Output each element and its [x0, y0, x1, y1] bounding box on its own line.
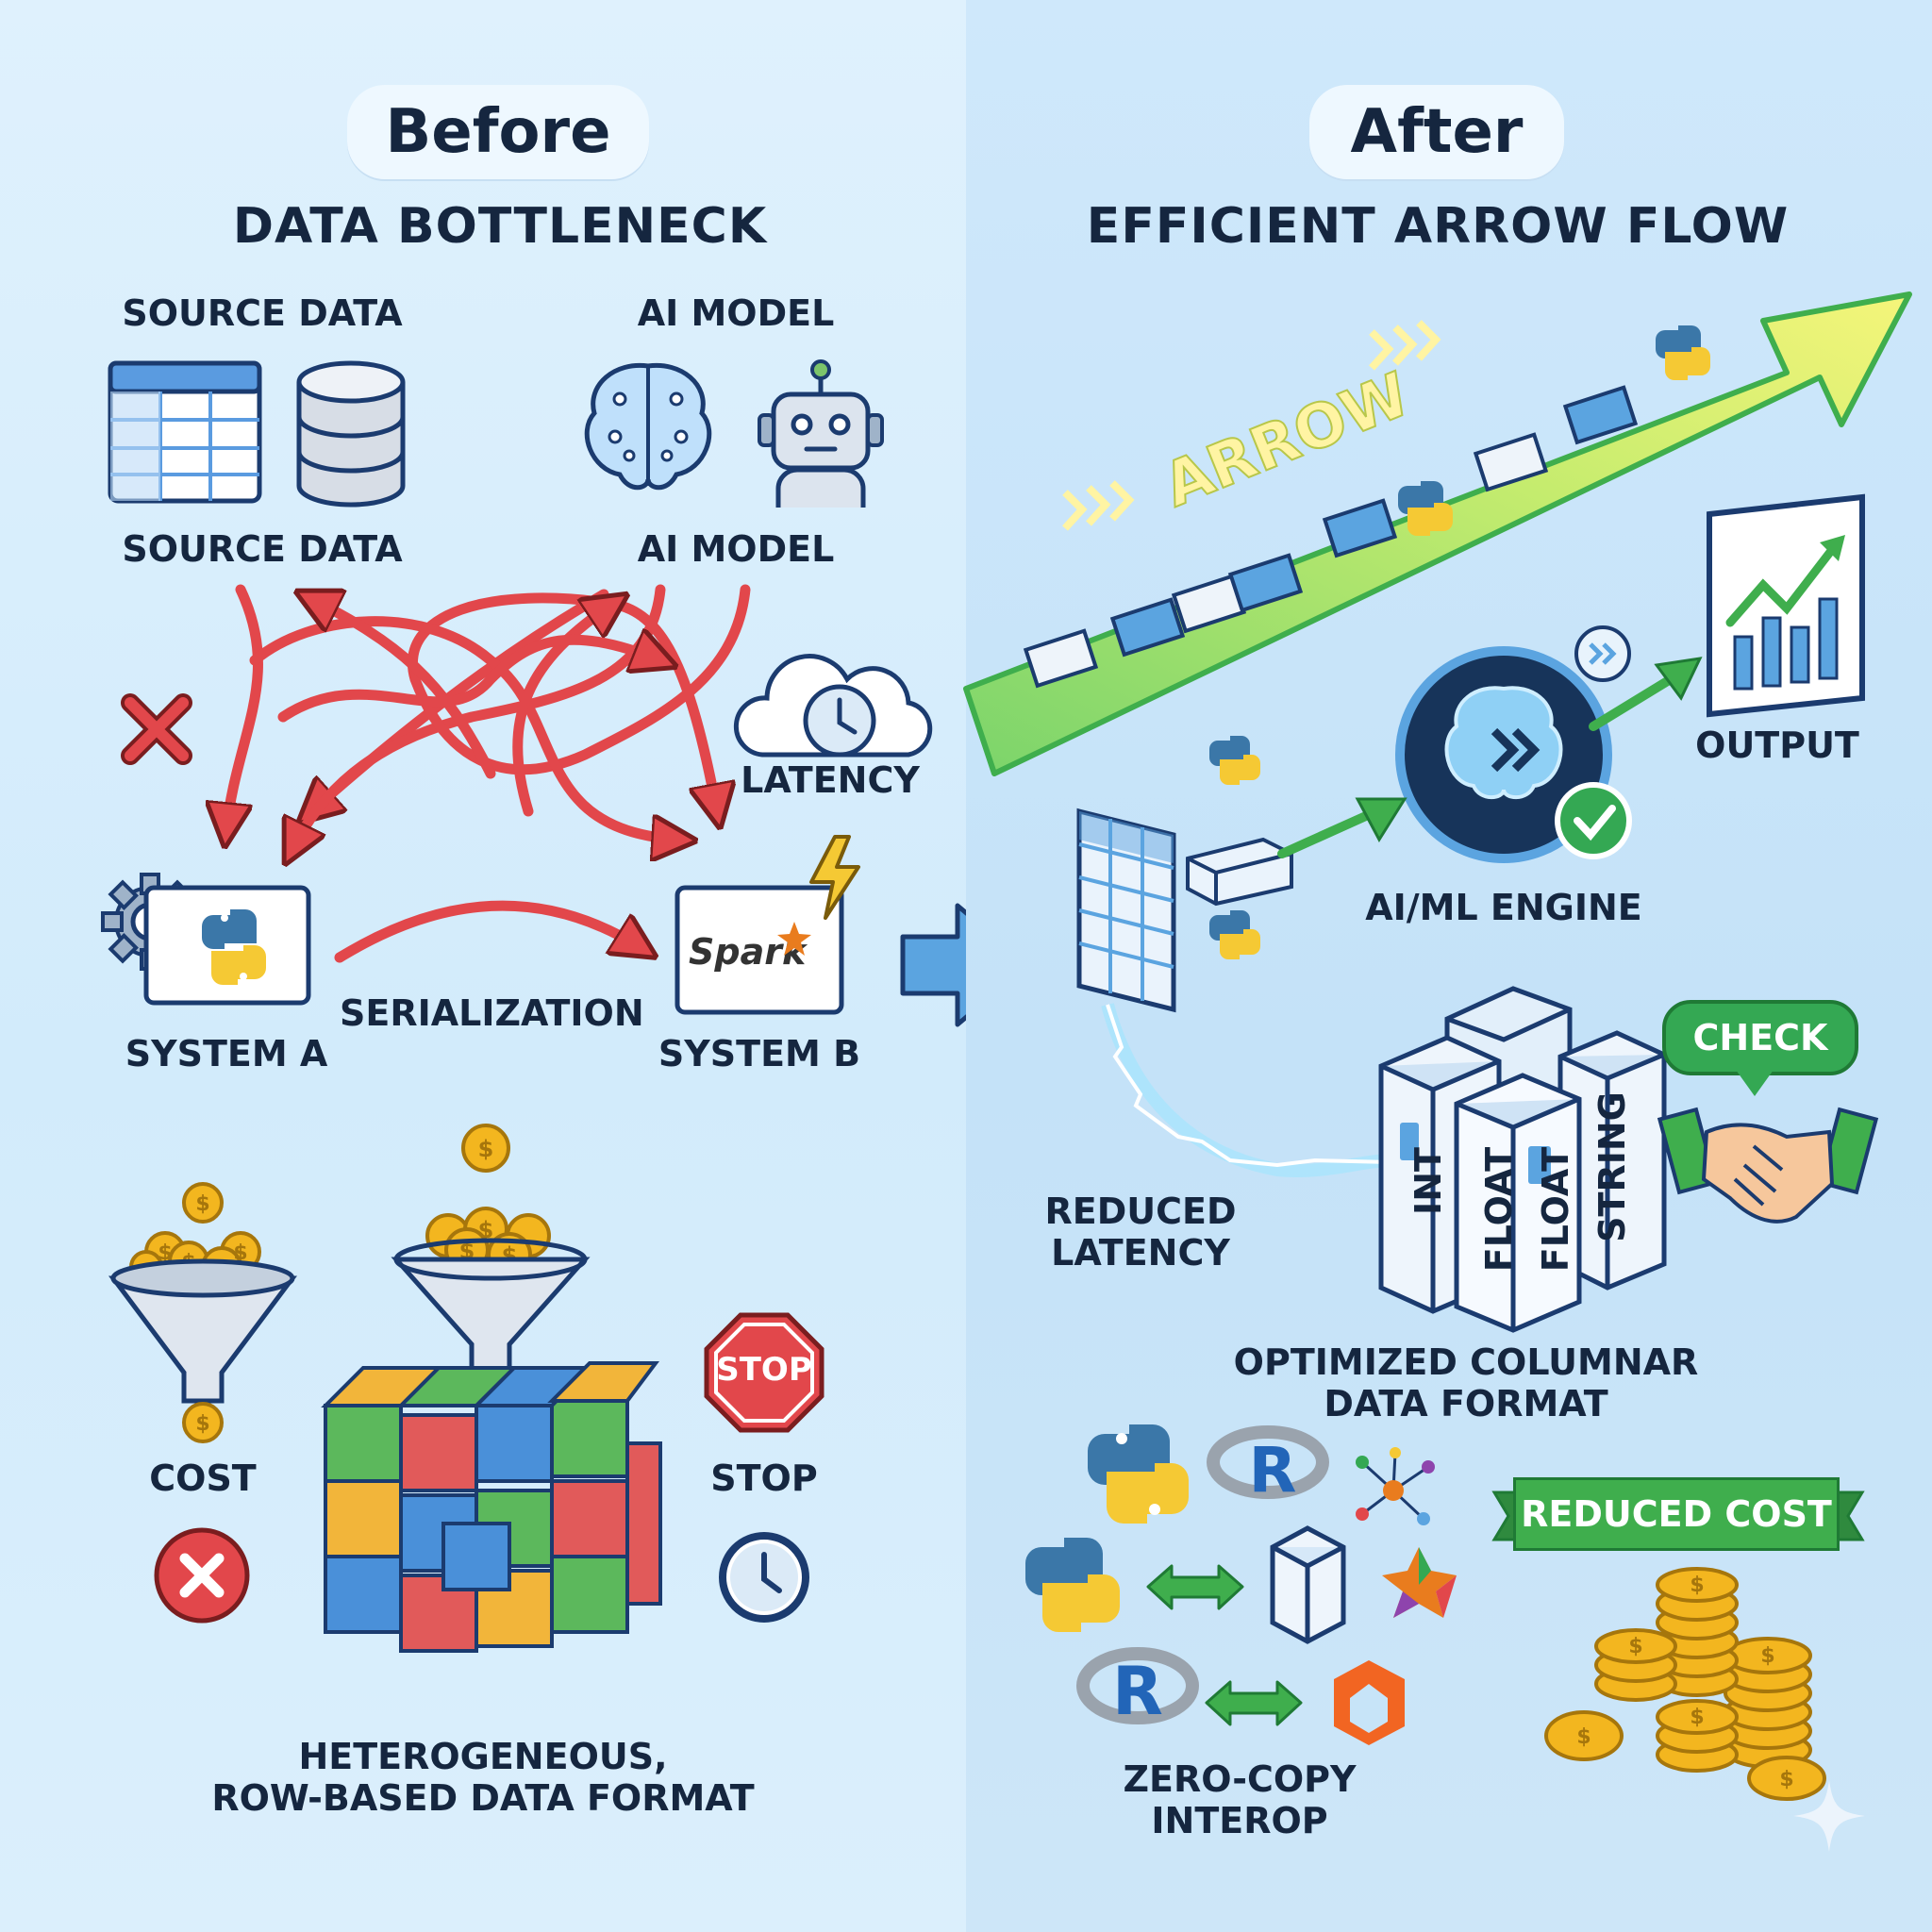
- messy-data-cube: [321, 1361, 662, 1653]
- columnar-blocks: [1378, 986, 1667, 1333]
- r-logo-letter: R: [1112, 1653, 1163, 1730]
- svg-text:$: $: [1690, 1574, 1704, 1597]
- col-string-label: STRING: [1591, 1091, 1633, 1242]
- source-data-label-top: SOURCE DATA: [122, 292, 403, 334]
- r-logo-letter: R: [1248, 1434, 1297, 1507]
- data-cube-icon: [1270, 1525, 1346, 1644]
- svg-text:$: $: [478, 1136, 494, 1162]
- robot-icon: [758, 359, 884, 508]
- col-float-label: FLOAT: [1478, 1146, 1520, 1273]
- python-logo-icon: [1398, 481, 1453, 536]
- network-graph-icon: [1356, 1447, 1435, 1525]
- lightning-arc: [1101, 1003, 1391, 1177]
- coin-stacks-icon: $ $ $ $ $ $: [1544, 1567, 1826, 1801]
- spreadsheet-icon: [108, 360, 262, 504]
- cost-x-icon: [154, 1527, 250, 1624]
- tangled-data-arrows: [0, 584, 751, 963]
- python-logo-icon: [1656, 325, 1710, 380]
- columnar-table-icon: [1076, 808, 1176, 1013]
- reduced-cost-ribbon: REDUCED COST: [1513, 1477, 1840, 1551]
- cost-label: COST: [149, 1457, 257, 1499]
- big-funnel-icon: $$$$: [391, 1124, 591, 1375]
- latency-cloud-icon: [733, 654, 933, 758]
- ai-model-label: AI MODEL: [637, 528, 835, 570]
- python-logo-icon: [1025, 1538, 1120, 1632]
- col-float2-label: FLOAT: [1535, 1146, 1576, 1273]
- python-logo-icon: [1209, 910, 1260, 959]
- julia-logo-icon: [1382, 1547, 1457, 1618]
- row-format-label-line1: HETEROGENEOUS,: [298, 1736, 668, 1777]
- col-int-label: INT: [1407, 1147, 1449, 1215]
- check-badge-tail: [1736, 1070, 1774, 1096]
- stop-label: STOP: [710, 1457, 818, 1499]
- system-a-label: SYSTEM A: [125, 1033, 328, 1074]
- handshake-icon: [1657, 1107, 1879, 1224]
- system-b-label: SYSTEM B: [658, 1033, 861, 1074]
- source-data-label: SOURCE DATA: [122, 528, 403, 570]
- svg-text:$: $: [233, 1241, 247, 1265]
- reduced-latency-line1: REDUCED: [1044, 1191, 1237, 1232]
- output-label: OUTPUT: [1695, 724, 1859, 766]
- after-heading: EFFICIENT ARROW FLOW: [1086, 198, 1790, 255]
- svg-text:$: $: [1628, 1635, 1642, 1658]
- stop-clock-icon: [719, 1532, 809, 1623]
- svg-text:$: $: [195, 1192, 209, 1216]
- python-logo-icon: [1209, 736, 1260, 785]
- after-pill: After: [1309, 85, 1564, 179]
- arrow-logo-icon: [1334, 1660, 1405, 1745]
- columnar-format-line2: DATA FORMAT: [1324, 1383, 1608, 1424]
- before-heading: DATA BOTTLENECK: [232, 198, 768, 255]
- stop-sign-text: STOP: [716, 1351, 812, 1389]
- svg-text:$: $: [1779, 1768, 1793, 1791]
- after-panel: After EFFICIENT ARROW FLOW ARROW: [963, 0, 1932, 1932]
- data-block-icon: [1186, 837, 1293, 907]
- system-a-box: [143, 885, 311, 1006]
- r-logo-icon: [1207, 1425, 1329, 1499]
- zero-copy-line2: INTEROP: [1151, 1800, 1328, 1841]
- brain-icon: [584, 362, 712, 491]
- svg-text:$: $: [195, 1412, 209, 1436]
- before-pill: Before: [347, 85, 649, 179]
- database-icon: [296, 360, 406, 508]
- engine-output-arrow: [1589, 657, 1703, 731]
- double-arrow-icon: [1146, 1564, 1244, 1610]
- arrow-flow-band: [963, 291, 1912, 776]
- latency-label: LATENCY: [741, 759, 920, 801]
- system-b-box: [675, 885, 844, 1015]
- error-x-icon: [121, 693, 192, 765]
- svg-text:$: $: [1760, 1644, 1774, 1668]
- r-logo-icon: [1076, 1647, 1199, 1724]
- svg-text:$: $: [1690, 1706, 1704, 1729]
- stop-sign-icon: [704, 1312, 824, 1433]
- zero-copy-line1: ZERO-COPY: [1123, 1758, 1357, 1800]
- cost-funnel-icon: $$$$ $: [108, 1182, 297, 1443]
- svg-text:$: $: [158, 1241, 172, 1265]
- engine-label: AI/ML ENGINE: [1365, 887, 1642, 928]
- spark-star-icon: [777, 922, 811, 956]
- data-blocks-on-arrow: [1023, 385, 1639, 689]
- columnar-format-line1: OPTIMIZED COLUMNAR: [1233, 1341, 1699, 1383]
- row-format-label-line2: ROW-BASED DATA FORMAT: [211, 1777, 755, 1819]
- double-arrow-icon: [1205, 1680, 1303, 1726]
- sparkle-icon: [1793, 1780, 1865, 1852]
- ai-model-label-top: AI MODEL: [637, 292, 835, 334]
- svg-text:$: $: [1576, 1725, 1591, 1749]
- output-chart-icon: [1707, 493, 1865, 718]
- before-panel: Before DATA BOTTLENECK SOURCE DATA AI MO…: [0, 0, 1031, 1932]
- ai-engine-icon: [1395, 625, 1632, 863]
- check-badge: CHECK: [1662, 1000, 1858, 1075]
- serialization-label: SERIALIZATION: [340, 992, 644, 1034]
- svg-text:$: $: [478, 1217, 494, 1243]
- lightning-icon: [809, 835, 860, 920]
- table-engine-arrow: [1277, 797, 1407, 858]
- arrow-chevrons-icon: [1369, 320, 1441, 371]
- reduced-latency-line2: LATENCY: [1051, 1232, 1230, 1274]
- python-logo-icon: [1088, 1424, 1189, 1524]
- arrow-chevrons-icon: [1062, 480, 1135, 531]
